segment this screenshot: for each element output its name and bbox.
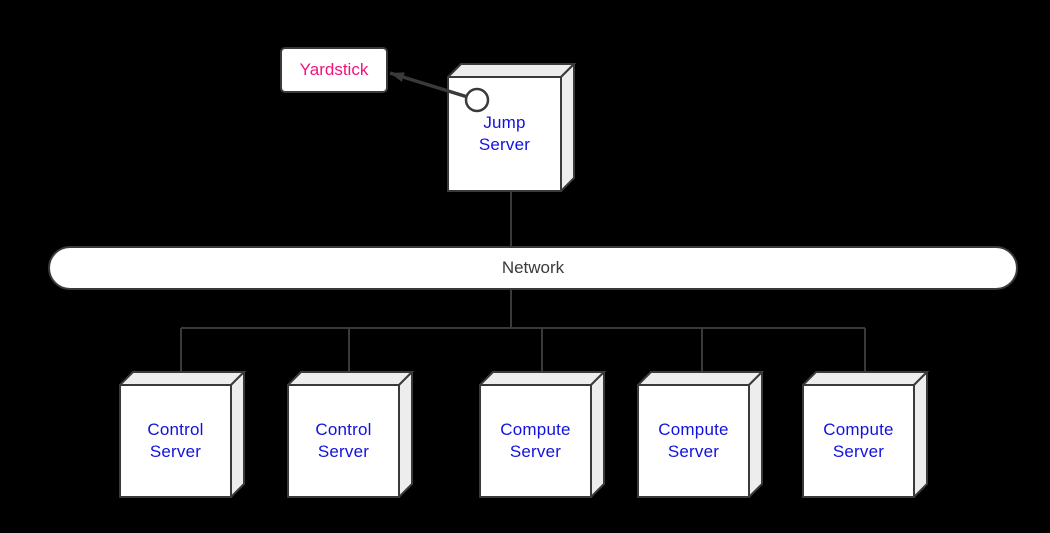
server-right-face — [748, 371, 763, 498]
server-label-line1: Compute — [823, 420, 894, 439]
server-front-face — [479, 384, 592, 498]
server-label: Compute Server — [803, 385, 914, 497]
jump-server-right-face — [560, 63, 575, 192]
server-label-line1: Control — [315, 420, 372, 439]
server-box-shape — [287, 371, 414, 498]
control-server-node-1: Control Server — [119, 371, 246, 498]
server-front-face — [802, 384, 915, 498]
server-top-face — [479, 371, 606, 386]
jump-server-label: Jump Server — [448, 77, 561, 191]
server-box-shape — [637, 371, 764, 498]
yardstick-node: Yardstick — [280, 47, 388, 93]
server-label-line1: Control — [147, 420, 204, 439]
compute-server-node-2: Compute Server — [637, 371, 764, 498]
server-label-line2: Server — [149, 442, 202, 461]
server-right-face — [590, 371, 605, 498]
server-top-face — [802, 371, 929, 386]
server-box-shape — [479, 371, 606, 498]
server-label-line2: Server — [667, 442, 720, 461]
server-label: Compute Server — [480, 385, 591, 497]
server-label: Control Server — [288, 385, 399, 497]
server-front-face — [287, 384, 400, 498]
server-front-face — [637, 384, 750, 498]
yardstick-label: Yardstick — [299, 60, 369, 79]
server-front-face — [119, 384, 232, 498]
control-server-node-2: Control Server — [287, 371, 414, 498]
server-label-line2: Server — [832, 442, 885, 461]
network-label: Network — [501, 258, 565, 277]
server-top-face — [119, 371, 246, 386]
server-label-line2: Server — [509, 442, 562, 461]
server-top-face — [287, 371, 414, 386]
jump-server-node: Jump Server — [447, 63, 576, 192]
server-box-shape — [802, 371, 929, 498]
jump-server-label-line1: Jump — [483, 113, 526, 132]
server-label-line2: Server — [317, 442, 370, 461]
server-label: Compute Server — [638, 385, 749, 497]
server-label: Control Server — [120, 385, 231, 497]
jump-server-top-face — [447, 63, 576, 78]
server-right-face — [398, 371, 413, 498]
server-label-line1: Compute — [658, 420, 729, 439]
compute-server-node-3: Compute Server — [802, 371, 929, 498]
server-box-shape — [119, 371, 246, 498]
server-right-face — [913, 371, 928, 498]
compute-server-node-1: Compute Server — [479, 371, 606, 498]
server-label-line1: Compute — [500, 420, 571, 439]
server-top-face — [637, 371, 764, 386]
jump-server-label-line2: Server — [478, 135, 531, 154]
server-right-face — [230, 371, 245, 498]
network-node: Network — [48, 246, 1018, 290]
